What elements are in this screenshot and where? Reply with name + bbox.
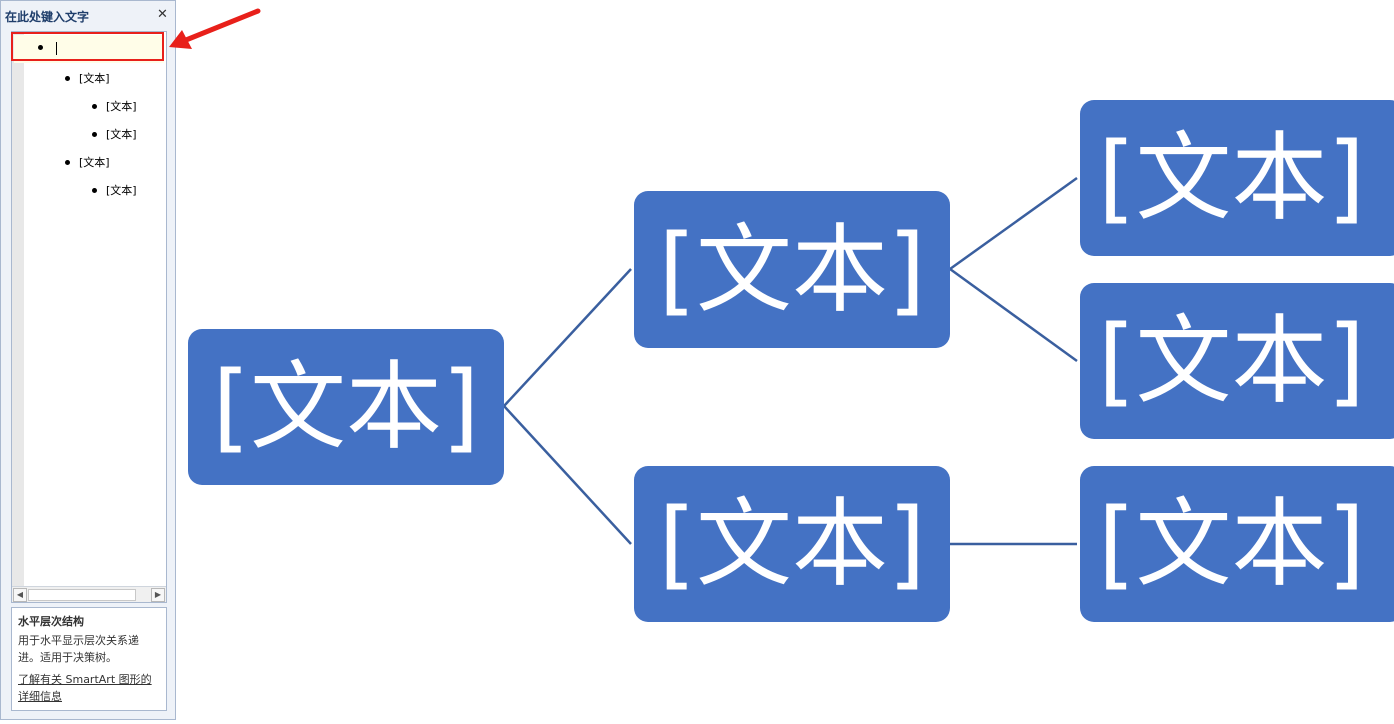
bullet-icon <box>92 187 97 193</box>
layout-description: 水平层次结构 用于水平显示层次关系递进。适用于决策树。 了解有关 SmartAr… <box>11 607 167 711</box>
list-item-text: [文本] <box>106 184 137 197</box>
bullet-icon <box>92 131 97 137</box>
smartart-help-link[interactable]: 了解有关 SmartArt 图形的详细信息 <box>18 673 152 703</box>
list-item-text: [文本] <box>106 128 137 141</box>
connector-line <box>949 176 1078 271</box>
list-item-text: [文本] <box>106 100 137 113</box>
connector-line <box>949 267 1078 363</box>
list-item-text: [文本] <box>79 72 110 85</box>
list-item[interactable]: [文本] <box>92 98 137 114</box>
diagram-node-level3[interactable]: [文本] <box>1080 100 1394 256</box>
bullet-icon <box>65 159 70 165</box>
list-item[interactable]: [文本] <box>92 126 137 142</box>
close-icon[interactable]: ✕ <box>157 7 168 22</box>
layout-description-text: 用于水平显示层次关系递进。适用于决策树。 <box>18 634 139 664</box>
bullet-icon <box>38 44 43 50</box>
text-pane-title: 在此处键入文字 <box>5 10 90 24</box>
bullet-icon <box>65 75 70 81</box>
list-item[interactable] <box>38 41 57 55</box>
bullet-icon <box>92 103 97 109</box>
highlight-box <box>11 32 164 61</box>
edit-gutter <box>12 32 24 588</box>
list-item[interactable]: [文本] <box>65 70 110 86</box>
scroll-left-icon[interactable]: ◀ <box>13 588 27 602</box>
diagram-node-root[interactable]: [文本] <box>188 329 504 485</box>
diagram-node-level2[interactable]: [文本] <box>634 466 950 622</box>
text-edit-area[interactable]: [文本] [文本] [文本] [文本] [文本] ◀ ▶ <box>11 31 167 603</box>
annotation-arrow-icon <box>169 8 261 49</box>
text-pane: 在此处键入文字 ✕ [文本] [文本] [文本] [文本] [文本] ◀ ▶ 水… <box>0 0 176 720</box>
layout-name: 水平层次结构 <box>18 615 84 628</box>
diagram-node-level3[interactable]: [文本] <box>1080 283 1394 439</box>
scroll-right-icon[interactable]: ▶ <box>151 588 165 602</box>
list-item-text: [文本] <box>79 156 110 169</box>
connector-line <box>503 268 632 407</box>
scrollbar-thumb[interactable] <box>28 589 136 601</box>
diagram-node-level2[interactable]: [文本] <box>634 191 950 348</box>
connector-line <box>503 405 632 545</box>
list-item[interactable]: [文本] <box>92 182 137 198</box>
horizontal-scrollbar[interactable]: ◀ ▶ <box>12 586 166 602</box>
text-cursor <box>56 41 57 55</box>
list-item[interactable]: [文本] <box>65 154 110 170</box>
diagram-node-level3[interactable]: [文本] <box>1080 466 1394 622</box>
